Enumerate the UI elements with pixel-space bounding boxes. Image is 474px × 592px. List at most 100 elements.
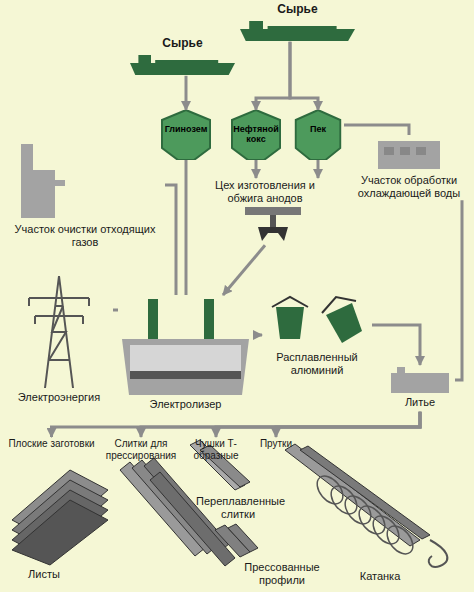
node-illustration	[292, 110, 344, 160]
node-label: Плоские заготовки	[4, 437, 99, 451]
flow-line	[276, 412, 420, 437]
node-illustration	[5, 140, 165, 222]
node-label: Расплавленный алюминий	[262, 350, 372, 377]
node-label: Электроэнергия	[5, 390, 113, 405]
product-label: Прессованные профили	[232, 561, 332, 586]
illustration-part	[200, 205, 330, 245]
illustration-part	[385, 365, 455, 395]
flow-line	[253, 334, 262, 337]
node-illustration	[130, 52, 235, 76]
illustration-part	[122, 339, 249, 395]
illustration-part	[397, 367, 405, 377]
water-treatment: Участок обработки охлаждающей воды	[348, 135, 470, 200]
illustration-part	[322, 297, 356, 313]
flow-line	[290, 42, 318, 110]
illustration-part	[49, 306, 69, 360]
product-type: Прутки	[252, 437, 300, 451]
illustration-part	[276, 307, 304, 339]
node-label: Пек	[292, 110, 344, 134]
ship: Сырье	[240, 2, 355, 42]
flow-line	[372, 325, 420, 365]
illustration-part	[33, 170, 55, 218]
node-label: Цех изготовления и обжига анодов	[200, 178, 330, 205]
illustration-part	[272, 297, 308, 307]
illustration-part	[45, 276, 73, 388]
flow-line	[216, 412, 420, 437]
node-label: Сырье	[240, 2, 355, 18]
product-type: Плоские заготовки	[4, 437, 99, 451]
flow-line	[165, 185, 176, 295]
illustration-part	[348, 135, 470, 173]
coil-turns	[312, 471, 418, 558]
silo: Пек	[292, 110, 344, 160]
product-label: Катанка	[340, 570, 420, 583]
illustration-part	[245, 207, 301, 215]
node-label: Глинозем	[158, 110, 214, 134]
flow-line	[256, 42, 290, 110]
illustration-part	[155, 60, 218, 63]
silo: Нефтяной кокс	[228, 110, 284, 160]
node-label: Литье	[385, 395, 455, 410]
illustration-part	[326, 303, 362, 343]
flow-line	[255, 160, 258, 178]
node-illustration	[158, 110, 214, 160]
illustration-part	[29, 298, 89, 324]
electrolyzer: Электролизер	[118, 295, 253, 412]
node-label: Сырье	[130, 36, 235, 52]
flow-line	[317, 160, 320, 178]
illustration-part	[158, 110, 214, 160]
extruded-profiles	[215, 524, 258, 557]
workshop: Цех изготовления и обжига анодов	[200, 178, 330, 245]
illustration-part	[296, 110, 341, 160]
product-label: Листы	[14, 568, 74, 581]
illustration-part	[130, 345, 241, 371]
node-label: Участок очистки отходящих газов	[5, 222, 165, 249]
illustration-part	[55, 180, 65, 186]
casting: Литье	[385, 365, 455, 410]
node-illustration	[118, 295, 253, 397]
wire-end	[429, 540, 448, 567]
product-type: Слитки для прессирования	[100, 437, 182, 462]
node-label: Нефтяной кокс	[228, 110, 284, 145]
node-illustration	[200, 205, 330, 245]
rod-and-coil	[285, 444, 430, 546]
illustration-part	[162, 110, 210, 160]
illustration-part	[240, 29, 355, 41]
illustration-part	[130, 63, 235, 75]
node-label: Слитки для прессирования	[100, 437, 182, 462]
node-label: Прутки	[252, 437, 300, 451]
flow-line	[185, 76, 188, 110]
sheet-stack	[12, 470, 108, 565]
illustration-part	[130, 52, 235, 76]
flow-line	[141, 412, 420, 437]
illustration-part	[5, 270, 113, 390]
node-illustration	[348, 135, 470, 173]
ladle: Расплавленный алюминий	[262, 295, 372, 377]
product-type: Чушки Т-образные	[183, 437, 249, 462]
gas-treatment: Участок очистки отходящих газов	[5, 140, 165, 249]
illustration-part	[292, 110, 344, 160]
node-label: Участок обработки охлаждающей воды	[348, 173, 470, 200]
node-label: Электролизер	[118, 397, 253, 412]
flow-line	[185, 160, 188, 295]
flow-line	[52, 412, 421, 437]
illustration-part	[240, 18, 355, 42]
flow-line	[223, 245, 265, 295]
node-illustration	[5, 270, 113, 390]
node-illustration	[262, 295, 372, 350]
illustration-part	[416, 147, 426, 155]
illustration-part	[384, 147, 394, 155]
illustration-part	[249, 21, 263, 29]
flow-line	[344, 125, 409, 135]
flow-line	[113, 309, 118, 312]
illustration-part	[21, 144, 33, 218]
illustration-part	[118, 295, 253, 397]
illustration-part	[400, 147, 410, 155]
node-illustration	[240, 18, 355, 42]
illustration-part	[262, 295, 372, 350]
illustration-part	[258, 227, 288, 241]
flow-line	[455, 200, 462, 380]
illustration-part	[378, 141, 440, 169]
illustration-part	[29, 298, 89, 316]
product-label: Переплавленные слитки	[196, 495, 280, 520]
